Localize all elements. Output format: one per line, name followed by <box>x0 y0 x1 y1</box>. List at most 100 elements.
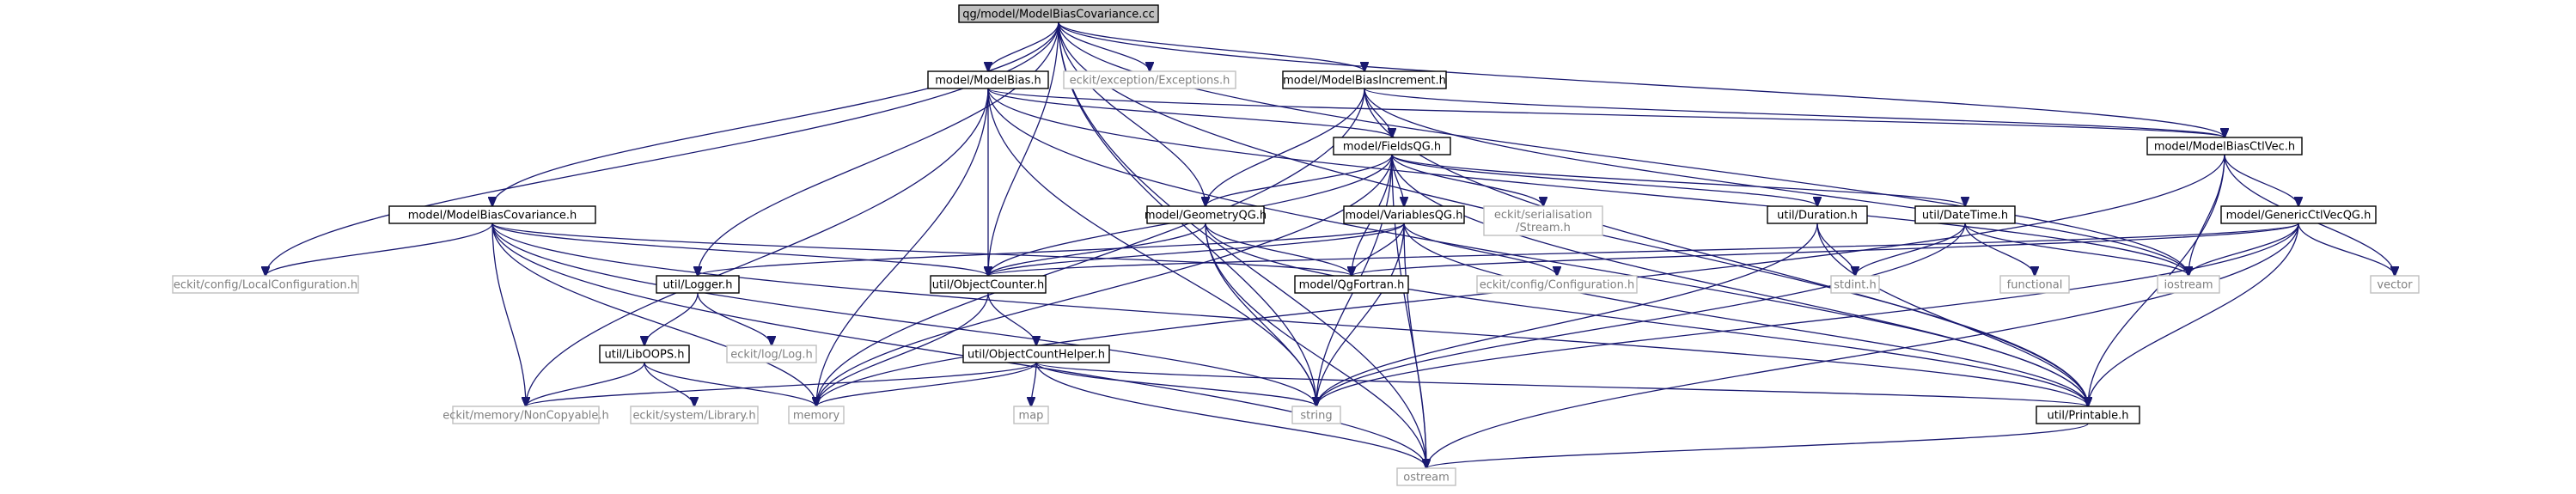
node-noncopyable: eckit/memory/NonCopyable.h <box>443 406 609 424</box>
node-objectcounter-box <box>930 275 1047 294</box>
node-geometry-label: model/GeometryQG.h <box>1145 210 1267 223</box>
edge-fieldsqg-to-geometry <box>1206 154 1393 206</box>
node-countdelper-box <box>962 345 1110 363</box>
edge-root-to-covariance <box>492 21 1059 206</box>
edge-covariance-to-localconfig <box>266 223 493 276</box>
node-printable[interactable]: util/Printable.h <box>2036 406 2140 424</box>
node-ostream-box <box>1396 467 1456 486</box>
node-covariance[interactable]: model/ModelBiasCovariance.h <box>388 205 596 224</box>
node-objectcounter-label: util/ObjectCounter.h <box>932 279 1044 292</box>
node-genericctl[interactable]: model/GenericCtlVecQG.h <box>2220 205 2377 224</box>
node-covariance-box <box>388 205 596 224</box>
edge-datetime-to-iostream <box>1964 223 2188 276</box>
edge-liboops-to-library <box>644 362 694 406</box>
node-vector-box <box>2370 275 2420 294</box>
node-increment[interactable]: model/ModelBiasIncrement.h <box>1282 70 1447 89</box>
edge-modelbias-to-iostream <box>987 88 2188 276</box>
node-stdint-box <box>1830 275 1880 294</box>
node-datetime-box <box>1914 205 2016 224</box>
edge-liboops-to-noncopyable <box>526 362 645 406</box>
node-functional-label: functional <box>2007 279 2063 292</box>
node-root[interactable]: qg/model/ModelBiasCovariance.cc <box>958 4 1159 23</box>
node-datetime-label: util/DateTime.h <box>1922 210 2008 223</box>
node-modelbias-label: model/ModelBias.h <box>935 75 1041 88</box>
edge-root-to-modelbias <box>988 21 1059 71</box>
node-map-box <box>1013 406 1049 424</box>
edge-countdelper-to-map <box>1031 362 1037 406</box>
node-increment-box <box>1282 70 1447 89</box>
node-exceptions-box <box>1063 70 1236 89</box>
node-log-label: eckit/log/Log.h <box>730 349 813 362</box>
edge-increment-to-ctlvec <box>1364 88 2225 137</box>
edge-printable-to-ostream <box>1426 423 2089 468</box>
edge-covariance-to-memory <box>491 223 816 406</box>
node-duration-label: util/Duration.h <box>1777 210 1858 223</box>
edge-covariance-to-qgfortran <box>491 223 1352 276</box>
edge-covariance-to-noncopyable <box>491 223 526 406</box>
node-stdint: stdint.h <box>1830 275 1880 294</box>
edge-logger-to-log <box>697 292 772 345</box>
edge-root-to-string <box>1058 21 1316 406</box>
node-library: eckit/system/Library.h <box>630 406 759 424</box>
node-liboops-box <box>599 345 690 363</box>
node-qgfortran[interactable]: model/QgFortran.h <box>1294 275 1409 294</box>
edge-root-to-objectcounter <box>988 21 1059 276</box>
node-variables-box <box>1343 205 1465 224</box>
node-datetime[interactable]: util/DateTime.h <box>1914 205 2016 224</box>
node-variables[interactable]: model/VariablesQG.h <box>1343 205 1465 224</box>
edge-fieldsqg-to-duration <box>1391 154 1817 206</box>
node-exceptions: eckit/exception/Exceptions.h <box>1063 70 1236 89</box>
node-noncopyable-label: eckit/memory/NonCopyable.h <box>443 410 609 423</box>
node-covariance-label: model/ModelBiasCovariance.h <box>408 210 577 223</box>
node-fieldsqg-box <box>1333 137 1451 156</box>
edge-genericctl-to-vector <box>2298 223 2395 276</box>
node-string-label: string <box>1300 410 1332 423</box>
edge-genericctl-to-ostream <box>1426 223 2299 468</box>
edge-fieldsqg-to-datetime <box>1391 154 1965 206</box>
edge-covariance-to-objectcounter <box>491 223 988 276</box>
node-modelbias[interactable]: model/ModelBias.h <box>927 70 1049 89</box>
edge-fieldsqg-to-serialisation <box>1391 154 1543 206</box>
edge-ctlvec-to-genericctl <box>2224 154 2298 206</box>
edge-countdelper-to-noncopyable <box>526 362 1037 406</box>
node-geometry[interactable]: model/GeometryQG.h <box>1145 205 1267 224</box>
node-duration[interactable]: util/Duration.h <box>1767 205 1868 224</box>
node-modelbias-box <box>927 70 1049 89</box>
node-configuration-box <box>1476 275 1638 294</box>
node-geometry-box <box>1146 205 1265 224</box>
node-fieldsqg[interactable]: model/FieldsQG.h <box>1333 137 1451 156</box>
edge-objectcounter-to-memory <box>816 292 989 406</box>
node-ctlvec-label: model/ModelBiasCtlVec.h <box>2154 141 2295 154</box>
node-string-box <box>1291 406 1341 424</box>
edge-root-to-exceptions <box>1058 21 1150 71</box>
node-countdelper[interactable]: util/ObjectCountHelper.h <box>962 345 1110 363</box>
edge-modelbias-to-memory <box>816 88 989 406</box>
edge-countdelper-to-printable <box>1035 362 2088 406</box>
node-ctlvec[interactable]: model/ModelBiasCtlVec.h <box>2146 137 2303 156</box>
node-liboops[interactable]: util/LibOOPS.h <box>599 345 690 363</box>
node-logger[interactable]: util/Logger.h <box>656 275 740 294</box>
edge-root-to-localconfig <box>266 21 1059 276</box>
node-logger-box <box>656 275 740 294</box>
edge-root-to-increment <box>1058 21 1364 71</box>
node-configuration-label: eckit/config/Configuration.h <box>1480 279 1634 292</box>
edge-ctlvec-to-printable <box>2088 154 2225 406</box>
node-noncopyable-box <box>452 406 600 424</box>
node-memory: memory <box>788 406 845 424</box>
edge-modelbias-to-noncopyable <box>526 88 989 406</box>
node-localconfig: eckit/config/LocalConfiguration.h <box>172 275 359 294</box>
node-root-label: qg/model/ModelBiasCovariance.cc <box>962 9 1154 21</box>
node-vector: vector <box>2370 275 2420 294</box>
node-objectcounter[interactable]: util/ObjectCounter.h <box>930 275 1047 294</box>
edge-genericctl-to-objectcounter <box>988 223 2299 276</box>
edge-increment-to-geometry <box>1206 88 1365 206</box>
edge-covariance-to-string <box>491 223 1316 406</box>
node-ctlvec-box <box>2146 137 2303 156</box>
node-ostream-label: ostream <box>1403 472 1450 485</box>
node-variables-label: model/VariablesQG.h <box>1346 210 1463 223</box>
node-fieldsqg-label: model/FieldsQG.h <box>1343 141 1441 154</box>
edge-root-to-iostream <box>1058 21 2188 276</box>
node-library-box <box>630 406 759 424</box>
edge-logger-to-liboops <box>644 292 699 345</box>
